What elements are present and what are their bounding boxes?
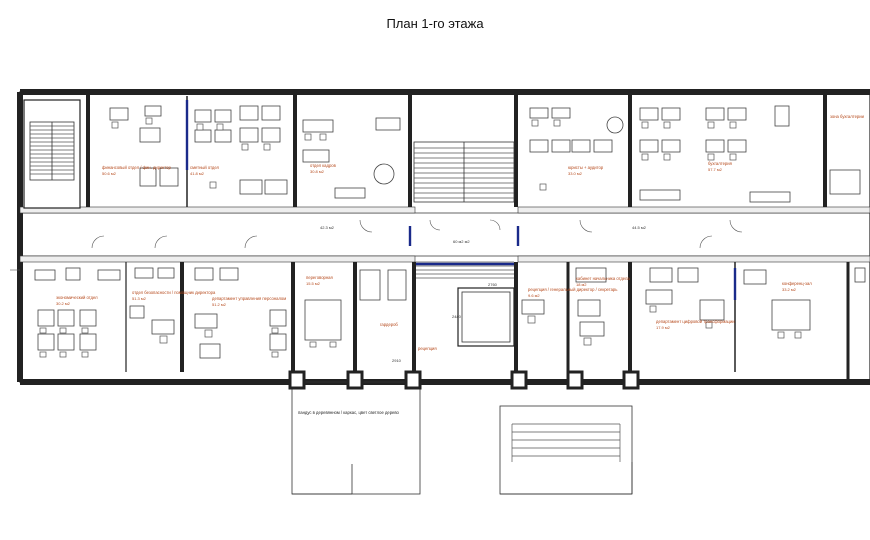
room-label-economics: экономический отдел [56,295,98,300]
room-label-estimates: сметный отдел [190,165,220,170]
room-area-accounting: 57.7 м2 [708,167,723,172]
central-stair-lower [414,261,514,279]
room-label-reception-director: рецепция / генеральный директор / секрет… [528,287,618,292]
room-label-accounting-zone: зона бухгалтерии [830,114,865,119]
room-label-security: отдел безопасности / помощник директора [132,290,216,295]
door-swings [10,219,743,271]
dim-elevator-w: 2760 [488,282,498,287]
corridor-area-center: 60 м2 м2 [453,239,470,244]
room-label-conference: конференц-зал [782,281,812,286]
room-label-finance: финансовый отдел / фин. директор [102,165,171,170]
room-label-dept-head: кабинет начальника отдела [576,276,630,281]
bottom-partitions [125,262,850,382]
room-area-estimates: 41.8 м2 [190,171,205,176]
entrance-porch-right [499,405,633,495]
room-area-hr: 30.8 м2 [310,169,325,174]
room-area-dept-head: 18 м2 [576,282,587,287]
room-label-meeting: переговорная [306,275,333,280]
entrance-note: пандус в деревянном / каркас, цвет светл… [298,410,400,415]
room-label-wardrobe: гардероб [380,322,398,327]
room-area-meeting: 15.5 м2 [306,281,321,286]
corridor-wall-right-bottom [517,255,870,263]
entrance-steps [511,423,621,462]
elevator-lobby [457,287,515,347]
corridor-wall-left-bottom [19,255,416,263]
furniture-bottom [34,267,866,359]
room-area-economics: 30.2 м2 [56,301,71,306]
chairs-top [111,117,737,191]
corridor-area-right: 44.5 м2 [632,225,647,230]
plan-title: План 1-го этажа [386,16,484,31]
corridor-area-left: 42.3 м2 [320,225,335,230]
dim-shaft: 2910 [392,358,402,363]
entrance-pillars [288,370,640,390]
room-label-accounting: бухгалтерия [708,161,732,166]
corridor-wall-right [517,206,870,214]
room-area-hr-dept: 51.2 м2 [212,302,227,307]
elevator-inner [461,291,511,343]
room-label-hr-dept: департамент управления персоналом [212,296,286,301]
chairs-bottom [39,305,802,358]
room-area-reception-director: 9.6 м2 [528,293,540,298]
entrance-porch-left [291,381,421,495]
room-label-reception: рецепция [418,346,437,351]
room-label-hr: отдел кадров [310,163,337,168]
furniture-top [109,105,861,203]
dim-elevator-h: 2480 [452,314,462,319]
room-label-digital: департамент цифровой трансформации [656,319,735,324]
room-area-conference: 33.2 м2 [782,287,797,292]
room-area-security: 51.3 м2 [132,296,147,301]
room-area-digital: 17.9 м2 [656,325,671,330]
corridor-wall-left [19,206,416,214]
room-area-lawyers: 33.0 м2 [568,171,583,176]
room-label-lawyers: юристы + аудитор [568,165,604,170]
room-area-finance: 50.6 м2 [102,171,117,176]
